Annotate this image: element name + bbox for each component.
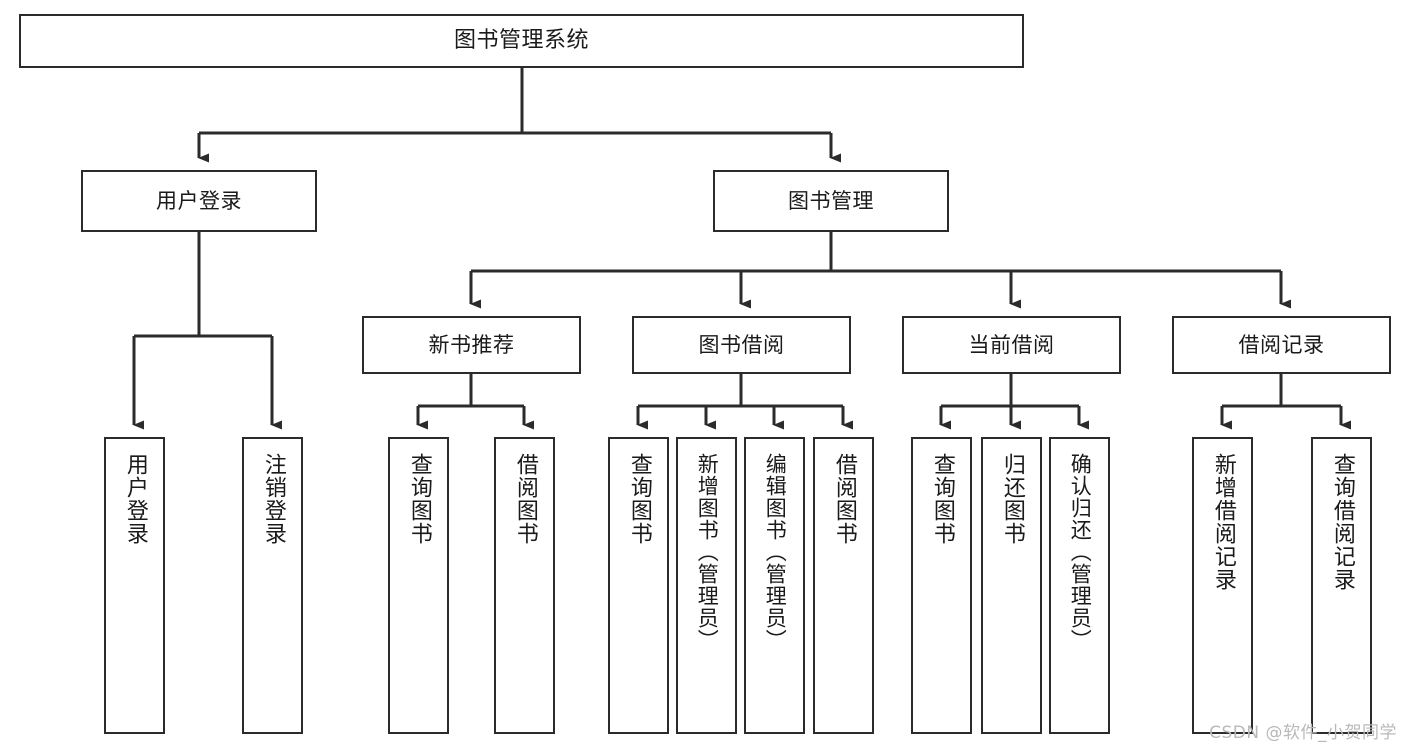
node-label: 编辑图书（管理员） (763, 453, 788, 651)
leaf-query-borrow-record[interactable]: 查询借阅记录 (1311, 437, 1372, 734)
node-book-management[interactable]: 图书管理 (713, 170, 949, 232)
leaf-return-book[interactable]: 归还图书 (981, 437, 1042, 734)
leaf-user-login[interactable]: 用户登录 (104, 437, 165, 734)
node-label: 查询借阅记录 (1329, 453, 1355, 591)
leaf-logout-login[interactable]: 注销登录 (242, 437, 303, 734)
node-label: 图书管理系统 (453, 28, 589, 54)
node-label: 查询图书 (929, 453, 955, 545)
node-label: 查询图书 (406, 453, 432, 545)
node-label: 当前借阅 (968, 332, 1055, 357)
node-label: 用户登录 (122, 453, 148, 545)
leaf-add-borrow-record[interactable]: 新增借阅记录 (1192, 437, 1253, 734)
node-book-borrow[interactable]: 图书借阅 (632, 316, 851, 374)
node-label: 用户登录 (156, 188, 242, 213)
leaf-query-book-3[interactable]: 查询图书 (911, 437, 972, 734)
csdn-watermark: CSDN @软件_小贺同学 (1209, 723, 1397, 743)
node-label: 借阅记录 (1238, 332, 1325, 357)
leaf-confirm-return-admin[interactable]: 确认归还（管理员） (1049, 437, 1110, 734)
node-label: 图书管理 (788, 188, 874, 213)
node-label: 新增图书（管理员） (695, 453, 720, 651)
node-label: 注销登录 (260, 453, 286, 545)
node-borrow-record[interactable]: 借阅记录 (1172, 316, 1391, 374)
node-label: 图书借阅 (698, 332, 785, 357)
node-user-login[interactable]: 用户登录 (81, 170, 317, 232)
node-label: 确认归还（管理员） (1068, 453, 1093, 651)
node-label: 借阅图书 (512, 453, 538, 545)
node-label: 归还图书 (999, 453, 1025, 545)
leaf-query-book-2[interactable]: 查询图书 (608, 437, 669, 734)
leaf-borrow-book-1[interactable]: 借阅图书 (494, 437, 555, 734)
node-label: 查询图书 (626, 453, 652, 545)
node-label: 借阅图书 (831, 453, 857, 545)
node-current-borrow[interactable]: 当前借阅 (902, 316, 1121, 374)
leaf-edit-book-admin[interactable]: 编辑图书（管理员） (744, 437, 805, 734)
leaf-borrow-book-2[interactable]: 借阅图书 (813, 437, 874, 734)
node-root-book-management-system[interactable]: 图书管理系统 (19, 14, 1024, 68)
leaf-query-book-1[interactable]: 查询图书 (388, 437, 449, 734)
leaf-add-book-admin[interactable]: 新增图书（管理员） (676, 437, 737, 734)
node-label: 新增借阅记录 (1210, 453, 1236, 591)
node-label: 新书推荐 (428, 332, 515, 357)
node-new-book-recommend[interactable]: 新书推荐 (362, 316, 581, 374)
